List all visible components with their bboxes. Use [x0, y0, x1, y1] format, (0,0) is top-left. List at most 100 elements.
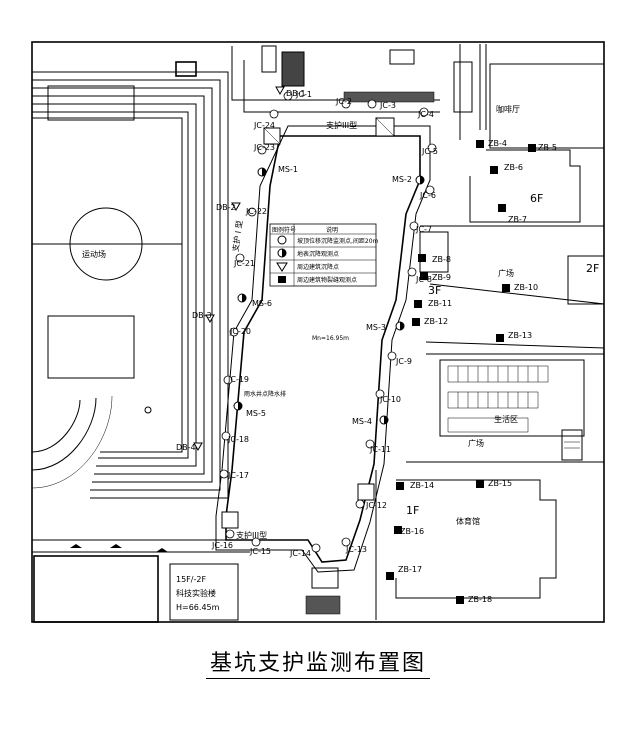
north-area: 咖啡厅 6F: [231, 44, 605, 223]
zb-point-13: ZB-13: [496, 331, 532, 342]
zb-point-10: ZB-10: [502, 283, 538, 292]
support-type3-top: 支护III型: [326, 120, 357, 130]
zb-label: ZB-6: [504, 163, 523, 172]
ms-point-1: MS-1: [257, 165, 298, 177]
jc-marker-icon: [247, 207, 257, 217]
zb-marker-icon: [420, 272, 428, 280]
zb-marker-icon: [412, 318, 420, 326]
zb-label: ZB-8: [432, 255, 451, 264]
jc-point-3: JC-3: [367, 99, 396, 110]
ms-marker-fill: [262, 168, 266, 176]
jc-point-4: JC-4: [417, 107, 434, 119]
ms-marker-fill: [238, 402, 242, 410]
jc-marker-icon: [311, 543, 321, 553]
jc-monitoring-points: JC-1JC-2JC-3JC-4JC-5JC-6JC-7JC-8JC-9JC-1…: [211, 90, 438, 558]
zb-marker-icon: [414, 300, 422, 308]
zb-marker-icon: [394, 526, 402, 534]
jc-marker-icon: [219, 469, 229, 479]
jc-label: JC-22: [245, 207, 267, 216]
jc-label: JC-20: [229, 327, 251, 336]
zb-point-9: ZB-9: [420, 272, 451, 282]
sports-field-label: 运动场: [82, 249, 106, 259]
zb-point-7: ZB-7: [498, 204, 527, 224]
zb-label: ZB-9: [432, 273, 451, 282]
east-area: 2F 广场 3F 生活区 广场 体育馆 1F: [375, 225, 605, 620]
jc-label: JC-4: [417, 110, 434, 119]
zb-label: ZB-7: [508, 215, 527, 224]
zb-point-15: ZB-15: [476, 479, 512, 488]
zb-point-18: ZB-18: [456, 595, 492, 604]
jc-marker-icon: [341, 99, 351, 109]
jc-point-22: JC-22: [245, 207, 267, 217]
db-surface-points: DB-1DB-2DB-3DB-4: [176, 86, 306, 452]
ms-label: MS-4: [352, 417, 372, 426]
zb-label: ZB-13: [508, 331, 532, 340]
support-type1-label: 支护 I 型: [230, 220, 244, 253]
jc-marker-icon: [365, 439, 375, 449]
zb-label: ZB-4: [488, 139, 507, 148]
jc-point-17: JC-17: [219, 469, 249, 480]
zb-label: ZB-10: [514, 283, 538, 292]
zb-label: ZB-17: [398, 565, 422, 574]
zb-label: ZB-14: [410, 481, 434, 490]
jc-marker-icon: [225, 529, 235, 539]
jc-point-14: JC-14: [289, 543, 321, 558]
jc-marker-icon: [425, 185, 435, 195]
zb-marker-icon: [498, 204, 506, 212]
jc-label: JC-3: [379, 101, 396, 110]
jc-label: JC-5: [421, 147, 438, 156]
jc-label: JC-24: [253, 121, 275, 130]
jc-marker-icon: [409, 221, 419, 231]
jc-point-18: JC-18: [221, 431, 249, 444]
zb-marker-icon: [528, 144, 536, 152]
jc-marker-icon: [235, 253, 245, 263]
db-point-3: DB-3: [192, 311, 215, 324]
zb-label: ZB-5: [538, 143, 557, 152]
jc-marker-icon: [251, 537, 261, 547]
db-point-1: DB-1: [275, 86, 306, 98]
south-area: 15F/-2F 科技实验楼 H=66.45m: [32, 539, 341, 623]
jc-label: JC-19: [227, 375, 249, 384]
jc-point-21: JC-21: [233, 253, 255, 268]
jc-point-16: JC-16: [211, 529, 235, 550]
ms-marker-fill: [242, 294, 246, 302]
ms-point-2: MS-2: [392, 175, 425, 185]
zb-label: ZB-15: [488, 479, 512, 488]
zb-label: ZB-11: [428, 299, 452, 308]
jc-label: JC-14: [289, 549, 311, 558]
jc-point-23: JC-23: [253, 143, 275, 155]
jc-point-5: JC-5: [421, 143, 438, 156]
jc-label: JC-6: [419, 191, 436, 200]
db-marker-icon: [275, 86, 285, 96]
jc-point-24: JC-24: [253, 109, 279, 130]
db-label: DB-1: [286, 89, 306, 98]
jc-marker-icon: [355, 499, 365, 509]
square2-label: 广场: [468, 438, 484, 448]
legend-row-1: 坡顶位移沉降监测点,间距20m: [297, 237, 379, 245]
jc-label: JC-17: [227, 471, 249, 480]
zb-marker-icon: [396, 482, 404, 490]
jc-point-19: JC-19: [223, 375, 249, 385]
ms-point-4: MS-4: [352, 415, 389, 426]
jc-point-6: JC-6: [419, 185, 436, 200]
jc-label: JC-1: [295, 90, 312, 99]
jc-point-15: JC-15: [249, 537, 271, 556]
jc-marker-icon: [257, 145, 267, 155]
ms-label: MS-2: [392, 175, 412, 184]
square1-label: 广场: [498, 268, 514, 278]
jc-label: JC-7: [415, 225, 432, 234]
ms-point-3: MS-3: [366, 321, 405, 332]
gym-label: 体育馆: [456, 516, 480, 526]
jc-marker-icon: [341, 537, 351, 547]
jc-marker-icon: [407, 267, 417, 277]
db-marker-icon: [205, 314, 215, 324]
jc-point-7: JC-7: [409, 221, 432, 234]
db-label: DB-2: [216, 203, 236, 212]
ms-label: MS-5: [246, 409, 266, 418]
drawing-title: 基坑支护监测布置图: [0, 645, 636, 679]
jc-marker-icon: [269, 109, 279, 119]
foundation-pit: 支护III型 支护III型 支护 I 型 Mn=16.95m 雨水井点降水排: [215, 117, 431, 573]
ms-point-5: MS-5: [233, 401, 266, 418]
jc-label: JC-10: [379, 395, 401, 404]
